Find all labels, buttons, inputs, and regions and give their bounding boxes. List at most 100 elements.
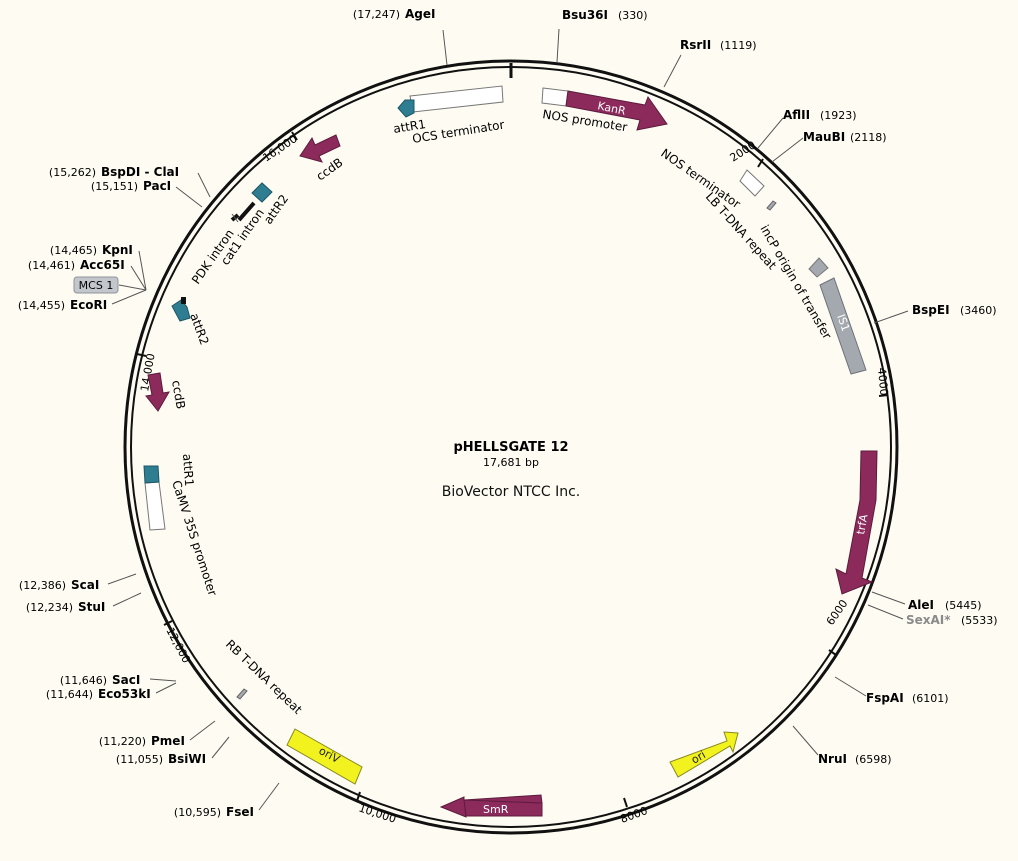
attr1-lower-box (143, 465, 160, 484)
site-pos: (11,220) (99, 735, 146, 748)
leader-fseI (258, 782, 280, 811)
leader-sacI (149, 678, 177, 682)
center-title: pHELLSGATE 12 17,681 bp BioVector NTCC I… (442, 440, 580, 500)
tick-mark (828, 649, 837, 656)
site-pos: (12,386) (19, 579, 66, 592)
ccdb-lower-label: ccdB (169, 379, 188, 410)
attr1-upper-arrow (397, 99, 415, 118)
leader-maubI (771, 137, 804, 163)
smr-label: SmR (483, 803, 509, 816)
leader-scaI (107, 573, 137, 585)
trfa-arrow (835, 450, 878, 595)
plasmid-name: pHELLSGATE 12 (453, 440, 568, 455)
site-name: AleI (908, 598, 934, 612)
site-pos: (3460) (960, 304, 997, 317)
site-name: BspEI (912, 303, 950, 317)
site-name: PmeI (151, 734, 185, 748)
leader-aflII (757, 117, 784, 149)
is1-bar (819, 277, 867, 375)
lb-tdna-repeat-mark (766, 200, 777, 211)
smr-body (463, 799, 543, 817)
site-pos: (14,461) (28, 259, 75, 272)
attr1-lower-label: attR1 (180, 453, 196, 487)
leader-ageI (442, 29, 448, 66)
incp-origin-box (808, 257, 829, 278)
kanr-label: KanR (596, 99, 627, 118)
site-leaders (107, 28, 909, 811)
site-pos: (5445) (945, 599, 982, 612)
attr2-upper-box (251, 182, 273, 203)
leader-bsiWI (211, 736, 230, 759)
tick-mark (136, 353, 147, 357)
tick-mark (291, 131, 298, 141)
site-name: PacI (143, 179, 171, 193)
plasmid-length: 17,681 bp (483, 456, 539, 469)
leader-stuI (112, 592, 142, 607)
tick-mark (163, 620, 173, 626)
ori-arrow (669, 731, 739, 778)
site-name: StuI (78, 600, 105, 614)
site-pos: (12,234) (26, 601, 73, 614)
ccdb-lower-arrow (145, 372, 170, 412)
site-name: Bsu36I (562, 8, 608, 22)
site-name: MauBI (803, 130, 845, 144)
backbone (123, 59, 899, 835)
trfa-label: trfA (854, 513, 870, 536)
mcs-label: MCS 1 (79, 279, 114, 292)
nos-promoter-box (541, 87, 569, 107)
tick-mark (878, 394, 889, 397)
site-name: AflII (783, 108, 810, 122)
mcs-badge: MCS 1 (73, 276, 119, 294)
leader-kpnI (138, 250, 147, 291)
oriv-bar (286, 728, 363, 785)
leader-ecoRI (111, 289, 147, 305)
site-name: BsiWI (168, 752, 206, 766)
site-name: AgeI (405, 7, 435, 21)
is1-label: IS1 (834, 313, 852, 334)
site-pos: (11,646) (60, 674, 107, 687)
site-pos: (10,595) (174, 806, 221, 819)
leader-bspDI (197, 172, 211, 198)
leader-bsu36I (556, 28, 560, 63)
leader-mcs (118, 284, 147, 291)
site-pos: (17,247) (353, 8, 400, 21)
tick-mark (356, 791, 361, 802)
leader-nruI (792, 725, 819, 756)
rb-tdna-repeat-mark (236, 688, 248, 700)
site-pos: (5533) (961, 614, 998, 627)
site-pos: (1119) (720, 39, 757, 52)
leader-pacI (175, 186, 203, 208)
site-name: FspAI (866, 691, 904, 705)
site-pos: (6101) (912, 692, 949, 705)
intron-line-b (237, 201, 256, 222)
site-name: KpnI (102, 243, 133, 257)
nos-terminator-box (739, 169, 765, 197)
attr2-lower-marker (181, 297, 186, 304)
leader-fspAI (834, 676, 867, 697)
attr2-lower-arrow (171, 299, 191, 322)
site-name: BspDI - ClaI (101, 165, 179, 179)
site-name: EcoRI (70, 298, 107, 312)
site-name: SexAI* (906, 613, 951, 627)
site-name: ScaI (71, 578, 99, 592)
leader-bspEI (873, 310, 909, 324)
site-pos: (330) (618, 9, 648, 22)
site-pos: (2118) (850, 131, 887, 144)
site-pos: (6598) (855, 753, 892, 766)
site-pos: (11,644) (46, 688, 93, 701)
site-name: Acc65I (80, 258, 125, 272)
site-name: NruI (818, 752, 847, 766)
tick-mark (757, 158, 764, 168)
attr1-upper-label: attR1 (392, 117, 427, 136)
leader-pmeI (189, 720, 216, 741)
site-pos: (15,262) (49, 166, 96, 179)
site-name: SacI (112, 673, 140, 687)
kanr-arrow (565, 90, 668, 131)
site-pos: (14,465) (50, 244, 97, 257)
ori-label: ori (689, 748, 708, 766)
leader-aleI (871, 591, 906, 605)
leader-eco53kI (155, 682, 177, 694)
organization-label: BioVector NTCC Inc. (442, 484, 580, 500)
leader-rsrII (663, 54, 682, 88)
